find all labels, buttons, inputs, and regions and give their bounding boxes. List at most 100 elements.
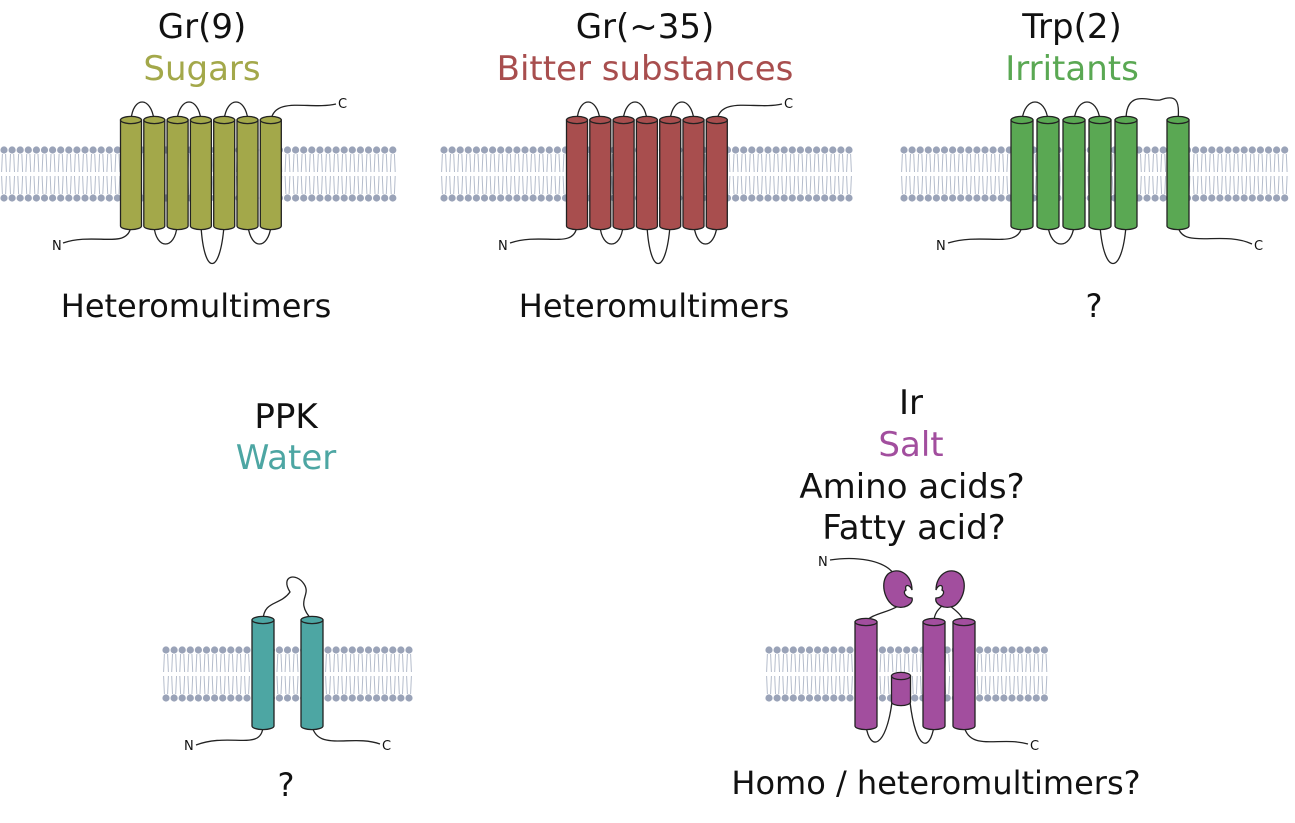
lipid-head [740,194,748,202]
lipid-head [1159,194,1167,202]
receptor-trp [947,97,1253,264]
lipid-head [16,146,24,154]
panel-gr-bitter-name: Gr(~35) [575,7,715,47]
receptor-gr-sugar [62,101,337,264]
lipid-head [513,194,521,202]
lipid-head [878,694,887,702]
terminus-ppk-c: C [382,739,391,754]
terminus-gr-bitter-n: N [498,239,508,254]
panel-trp-assembly: ? [1085,287,1103,325]
loop-gr-sugar-i3 [176,101,202,121]
helix-gr-sugar-5 [213,119,236,231]
loop-gr-bitter-c [716,103,783,121]
lipid-head [976,694,984,702]
helix-ir-m1-1-cap [854,617,878,627]
lipid-head [24,194,32,202]
lipid-head [308,194,316,202]
lipid-head [348,194,356,202]
lipid-tail [365,153,372,195]
lipid-head [756,194,764,202]
helix-ir-m1-1 [854,621,878,731]
lipid-head [976,646,984,654]
lipid-head [219,646,227,654]
lipid-tail [847,653,853,695]
lipid-head [292,694,300,702]
lipid-tail [757,153,763,195]
lipid-tail [1144,153,1150,195]
lipid-tail [9,153,15,195]
lipid-tail [774,653,780,695]
lipid-tail [1249,153,1256,195]
lipid-tail [846,153,852,195]
lipid-head [845,194,853,202]
lipid-tail [879,653,886,695]
lipid-head [324,146,332,154]
lipid-head [373,646,381,654]
lipid-tail [57,153,64,195]
lipid-tail [41,153,48,195]
lipid-head [227,646,235,654]
lipid-head [529,194,537,202]
panel-ir-assembly: Homo / heteromultimers? [731,764,1141,802]
lipid-head [348,694,356,702]
lipid-head [1281,146,1289,154]
lipid-head [235,694,243,702]
lipid-tail [984,653,991,695]
lipid-tail [798,653,805,695]
receptor-ppk [195,576,381,746]
loop-trp-i3 [1073,101,1101,121]
lipid-head [211,694,219,702]
helix-gr-bitter-1-cap [565,115,589,125]
lipid-tail [957,153,964,195]
lipid-tail [748,153,755,195]
lipid-head [553,146,562,154]
helix-ppk-2 [300,619,324,731]
helix-trp-3 [1062,119,1086,231]
loop-gr-sugar-c [270,103,337,121]
lipid-head [1200,146,1208,154]
lipid-head [1248,146,1256,154]
loop-gr-sugar-i2 [153,225,178,245]
terminus-trp-n: N [936,239,946,254]
lipid-tail [546,153,553,195]
lipid-head [332,646,340,654]
lipid-head [916,194,924,202]
lipid-head [553,194,562,202]
lipid-tail [821,153,828,195]
lipid-tail [814,653,821,695]
lipid-head [878,646,887,654]
helix-trp-2-cap [1036,115,1060,125]
terminus-gr-bitter-c: C [784,97,793,112]
lipid-head [1024,694,1032,702]
loop-gr-bitter-i4 [646,225,671,264]
lipid-head [1240,194,1248,202]
lipid-head [89,194,97,202]
lipid-head [965,194,973,202]
lipid-tail [1281,153,1288,195]
loop-gr-bitter-i2 [599,225,624,245]
lipid-head [105,194,113,202]
panel-ppk-assembly: ? [277,766,295,804]
lipid-head [162,646,170,654]
terminus-gr-sugar-c: C [338,97,347,112]
lipid-tail [797,153,804,195]
lipid-tail [1160,153,1167,195]
lipid-head [8,146,16,154]
lipid-head [764,194,772,202]
lipid-head [227,694,235,702]
lipid-head [1273,194,1281,202]
loop-gr-sugar-i4 [200,225,225,264]
lipid-head [202,694,211,702]
lipid-head [821,146,829,154]
loop-ppk-c [311,725,381,745]
lipid-tail [522,153,528,195]
lipid-head [1016,694,1024,702]
lipid-tail [163,653,169,695]
lipid-tail [505,153,512,195]
lipid-head [830,694,838,702]
lipid-head [797,694,806,702]
helix-ir-m2m3-1-cap [922,617,946,627]
lipid-head [924,194,932,202]
lipid-head [364,194,373,202]
lipid-head [813,194,821,202]
